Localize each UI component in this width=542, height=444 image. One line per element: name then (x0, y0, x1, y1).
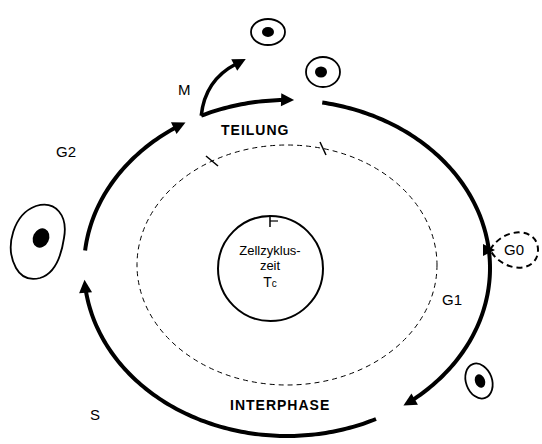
circle-outline-path (218, 216, 323, 321)
cell-nucleus (315, 67, 327, 78)
node-text: Zellzyklus- zeit (230, 244, 310, 274)
cell-nucleus (473, 373, 487, 390)
loop-outline-path (490, 232, 538, 267)
node-text: G0 (504, 241, 524, 258)
arrow-head (281, 93, 294, 106)
cycle-time-circle: Zellzyklus- zeitTc (217, 215, 324, 322)
phase-label: G2 (56, 143, 76, 160)
daughter-cell (251, 19, 285, 45)
cell-membrane (11, 205, 65, 279)
cycle-ring (79, 59, 490, 436)
arrow-head (231, 59, 246, 71)
g2-cell (11, 205, 65, 279)
bracket-tick (320, 142, 326, 155)
arrow-head (79, 280, 92, 294)
node-text: Tc (263, 274, 277, 292)
clock-tick (270, 220, 278, 221)
stage-label: TEILUNG (221, 122, 289, 138)
arrow-head (403, 393, 418, 405)
cell-membrane (306, 57, 340, 87)
g1-cell (461, 360, 498, 403)
cell-nucleus (262, 27, 274, 37)
phase-label: G1 (442, 291, 462, 308)
arrow-head (171, 122, 186, 134)
g1-phase-arc (322, 103, 490, 400)
cell-nucleus (30, 226, 53, 251)
m-phase-arc (201, 100, 283, 116)
g2-phase-arc (85, 127, 176, 250)
stage-label: INTERPHASE (230, 397, 330, 413)
daughter-cell (306, 57, 340, 87)
phase-label: M (178, 81, 191, 98)
division-arrow (201, 64, 236, 116)
cell-membrane (461, 360, 498, 403)
phase-dashed-ring (137, 145, 437, 385)
bracket-tick (206, 156, 218, 166)
phase-label: S (90, 406, 100, 423)
s-phase-arc (86, 289, 376, 436)
cell-membrane (251, 19, 285, 45)
resting-phase-loop: G0 (489, 226, 539, 274)
